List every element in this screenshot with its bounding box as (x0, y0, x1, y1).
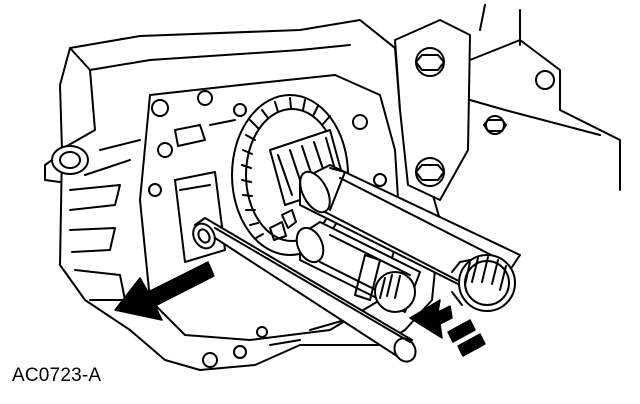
input-shaft (299, 164, 521, 312)
dashed-arrow (409, 299, 486, 357)
figure-id-label: AC0723-A (12, 365, 102, 386)
solid-arrow (114, 261, 215, 321)
countershaft (269, 209, 421, 313)
mounting-bracket (394, 4, 621, 201)
rod-tool (192, 217, 417, 363)
